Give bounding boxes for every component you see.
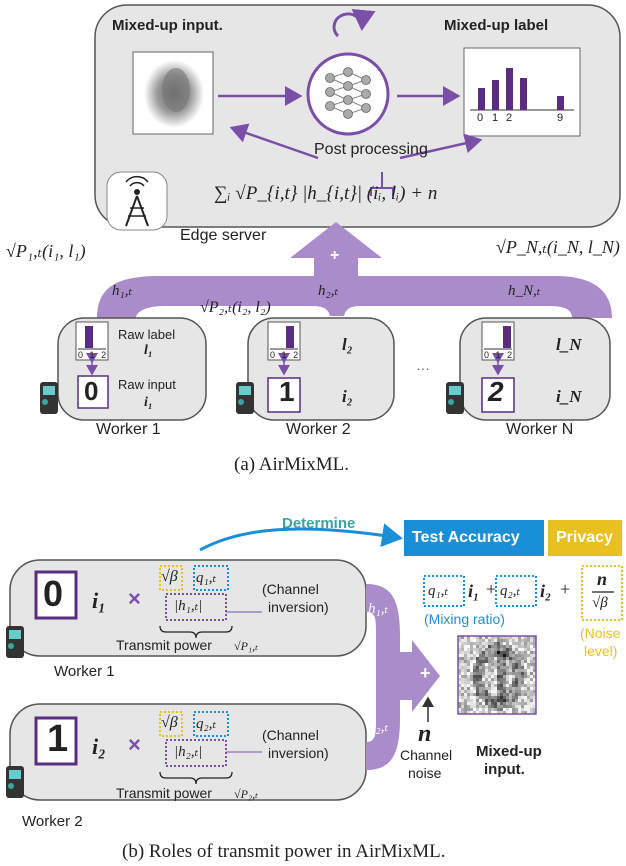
uplink-plus: + xyxy=(330,247,340,264)
caption-b: (b) Roles of transmit power in AirMixML. xyxy=(122,841,446,862)
worker-1-b-channel-inversion-1: (Channel xyxy=(262,581,319,597)
worker-2-b-sqrt-beta: √β xyxy=(161,714,178,731)
mix-n: n xyxy=(597,569,608,589)
worker-1-b-q: q₁,ₜ xyxy=(196,570,217,586)
channel-noise-1: Channel xyxy=(400,747,453,763)
worker-1-b-h: |h₁,ₜ| xyxy=(174,598,203,614)
worker-ellipsis: … xyxy=(416,357,430,373)
label-tick-9: 9 xyxy=(557,112,564,124)
worker-2-b-input: i₂ xyxy=(92,734,106,759)
worker-1-ticks: 0 1 2 xyxy=(78,350,109,360)
worker-2-b-digit: 1 xyxy=(47,718,69,760)
worker-2-digit: 1 xyxy=(279,376,295,407)
channel-noise-2: noise xyxy=(408,765,442,781)
mix-q1: q₁,ₜ xyxy=(428,583,449,599)
worker-1-b-input: i₁ xyxy=(92,588,106,613)
worker-n-label-sym: l_N xyxy=(556,335,582,354)
label-tick-0: 0 xyxy=(477,112,484,124)
signal-n: √P_N,ₜ(i_N, l_N) xyxy=(496,237,620,257)
channel-b-h1: h₁,ₜ xyxy=(368,601,389,617)
mix-q2: q₂,ₜ xyxy=(500,583,521,599)
noise-level-label-2: level) xyxy=(584,643,618,659)
signal-2: √P₂,ₜ(i₂, l₂) xyxy=(200,299,271,316)
worker-1-b-sqrt-beta: √β xyxy=(161,568,178,585)
worker-1-input-sym: i₁ xyxy=(144,395,153,410)
worker-2-name: Worker 2 xyxy=(286,421,351,438)
mixed-up-input-label-1: Mixed-up xyxy=(476,743,542,760)
worker-1-name: Worker 1 xyxy=(96,421,161,438)
noisy-mixed-image xyxy=(458,636,536,714)
phone-icon-worker-1-b xyxy=(6,626,24,658)
worker-1-b-transmit-power: Transmit power xyxy=(116,637,212,653)
worker-1-b-digit: 0 xyxy=(43,573,64,614)
mixed-input-title: Mixed-up input. xyxy=(112,17,223,34)
test-accuracy-box xyxy=(404,520,544,556)
phone-icon-worker-1 xyxy=(40,382,58,414)
worker-1-b-channel-inversion-2: inversion) xyxy=(268,599,329,615)
edge-server-label: Edge server xyxy=(180,227,267,244)
channel-b-h2: h₂,ₜ xyxy=(368,719,389,735)
worker-n-input-sym: i_N xyxy=(556,387,582,406)
worker-1-label-sym: l₁ xyxy=(144,343,153,358)
channel-h2: h₂,ₜ xyxy=(318,283,339,299)
mix-sqrt-beta: √β xyxy=(592,595,608,611)
merge-plus: + xyxy=(420,663,431,683)
raw-input-text: Raw input xyxy=(118,377,176,392)
worker-1-b-name: Worker 1 xyxy=(54,663,115,680)
worker-2-b-channel-inversion-1: (Channel xyxy=(262,727,319,743)
worker-2-b-name: Worker 2 xyxy=(22,813,83,830)
noise-level-label-1: (Noise xyxy=(580,625,621,641)
server-equation: ∑ᵢ √P_{i,t} |h_{i,t}| (iᵢ, lᵢ) + n xyxy=(214,183,438,204)
privacy-box xyxy=(548,520,622,556)
label-tick-1: 1 xyxy=(492,112,499,124)
label-tick-2: 2 xyxy=(506,112,513,124)
antenna-tower-icon xyxy=(106,171,168,231)
worker-2-b-q: q₂,ₜ xyxy=(196,716,217,732)
mix-i2: i₂ xyxy=(540,581,552,601)
privacy-label: Privacy xyxy=(556,529,613,546)
worker-n-name: Worker N xyxy=(506,421,574,438)
worker-n-digit: 2 xyxy=(488,376,504,407)
phone-icon-worker-2 xyxy=(236,382,254,414)
determine-label: Determine xyxy=(282,515,356,532)
training-loop-icon xyxy=(332,9,376,38)
worker-2-b-h: |h₂,ₜ| xyxy=(174,744,203,760)
noise-sym: n xyxy=(418,721,432,747)
worker-1-b-times: × xyxy=(128,586,141,611)
mix-plus-1: + xyxy=(486,579,497,599)
mixed-label-title: Mixed-up label xyxy=(444,17,549,34)
post-processing-label: Post processing xyxy=(314,141,428,158)
mixing-ratio-label: (Mixing ratio) xyxy=(424,611,505,627)
worker-n-ticks: 0 1 2 xyxy=(484,350,515,360)
determine-arrow xyxy=(199,523,403,552)
raw-label-text: Raw label xyxy=(118,327,176,342)
worker-2-ticks: 0 1 2 xyxy=(270,350,301,360)
worker-1-digit: 0 xyxy=(84,376,99,406)
caption-a: (a) AirMixML. xyxy=(234,454,350,475)
uplink-arrow xyxy=(97,222,612,318)
worker-2-label-sym: l₂ xyxy=(342,335,353,354)
merge-arrow xyxy=(366,584,440,770)
worker-2-b-power-sym: √P₂,ₜ xyxy=(234,787,259,801)
mixed-up-input-label-2: input. xyxy=(484,761,525,778)
worker-2-b-transmit-power: Transmit power xyxy=(116,785,212,801)
neural-network-icon xyxy=(306,52,390,136)
phone-icon-worker-2-b xyxy=(6,766,24,798)
mix-i1: i₁ xyxy=(468,581,480,601)
signal-1: √P₁,ₜ(i₁, l₁) xyxy=(6,241,86,261)
test-accuracy-label: Test Accuracy xyxy=(412,529,520,546)
worker-2-b-channel-inversion-2: inversion) xyxy=(268,745,329,761)
worker-2-b-times: × xyxy=(128,732,141,757)
worker-1-b-power-sym: √P₁,ₜ xyxy=(234,639,259,653)
worker-2-input-sym: i₂ xyxy=(342,387,353,406)
channel-h1: h₁,ₜ xyxy=(112,283,133,299)
channel-hn: h_N,ₜ xyxy=(508,283,541,299)
mix-plus-2: + xyxy=(560,579,571,599)
phone-icon-worker-n xyxy=(446,382,464,414)
